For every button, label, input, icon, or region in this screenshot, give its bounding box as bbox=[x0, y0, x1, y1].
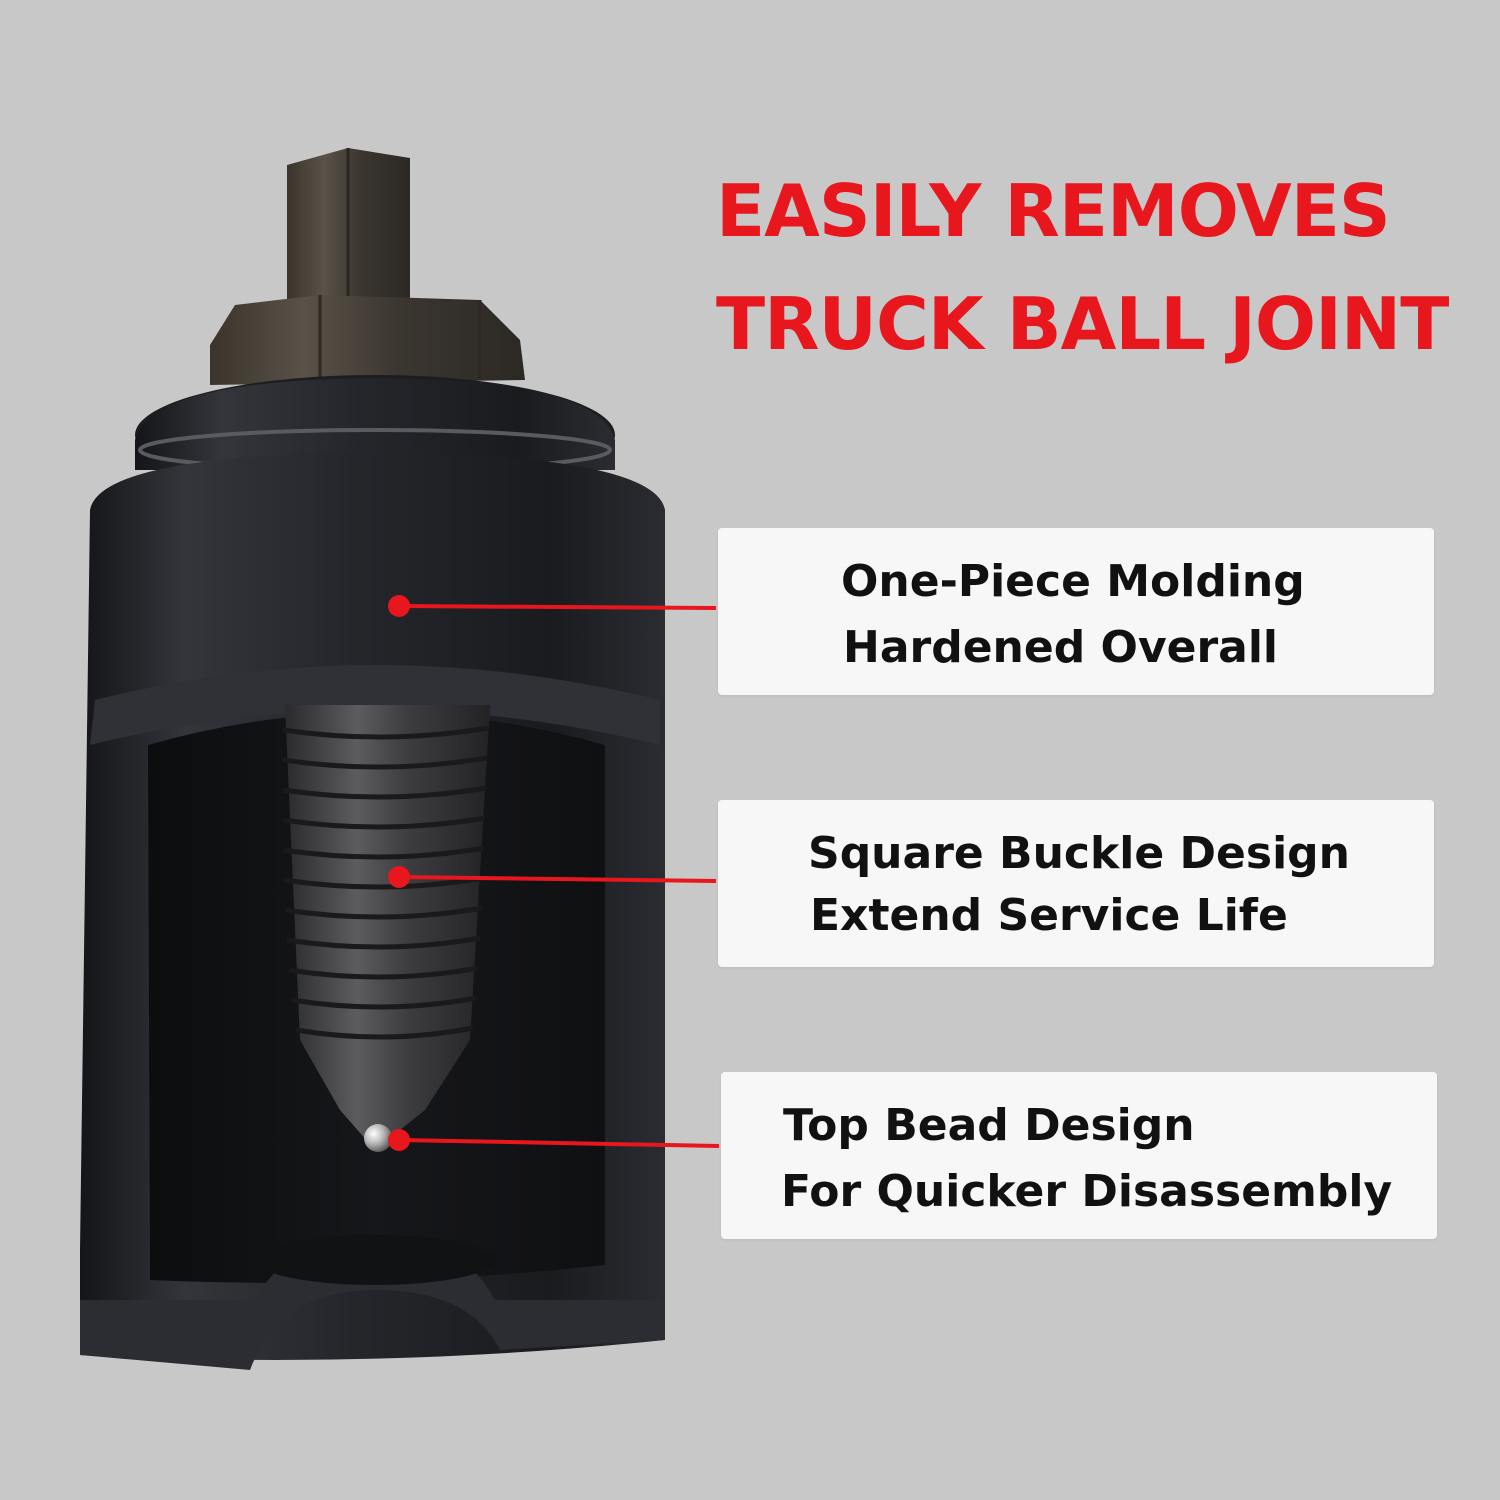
headline-line-2: TRUCK BALL JOINT bbox=[716, 282, 1449, 366]
callout-line: Extend Service Life bbox=[810, 890, 1288, 941]
callout-pointers bbox=[388, 595, 720, 1151]
headline-line-1: EASILY REMOVES bbox=[716, 169, 1391, 253]
callout-box-bead: Top Bead Design For Quicker Disassembly bbox=[721, 1072, 1437, 1239]
threaded-screw bbox=[282, 705, 490, 1152]
callout-line: Square Buckle Design bbox=[808, 828, 1350, 879]
callout-line: Top Bead Design bbox=[783, 1100, 1195, 1151]
callout-line: One-Piece Molding bbox=[841, 556, 1305, 607]
callout-line: For Quicker Disassembly bbox=[781, 1166, 1393, 1217]
callout-box-buckle: Square Buckle Design Extend Service Life bbox=[718, 800, 1434, 967]
callout-box-molding: One-Piece Molding Hardened Overall bbox=[718, 528, 1434, 695]
callout-line: Hardened Overall bbox=[843, 622, 1279, 673]
